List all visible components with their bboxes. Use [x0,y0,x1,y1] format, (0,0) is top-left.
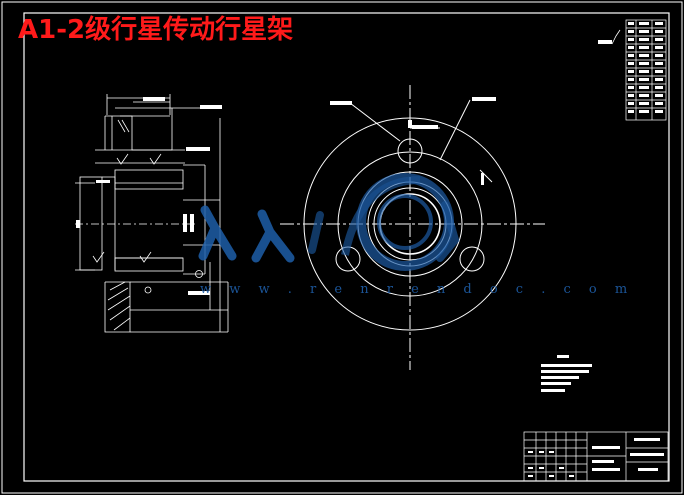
watermark-logo [198,173,460,271]
watermark-url: w w w . r e n r e n d o c . c o m [200,282,634,297]
parameter-table [625,19,667,121]
parameter-table-marks [598,22,663,113]
title-block [523,431,669,482]
title-block-marks [528,438,664,477]
inner-frame [23,12,670,482]
front-view-labels [330,97,496,185]
drawing-title: A1-2级行星传动行星架 [18,14,293,45]
technical-notes [541,355,592,392]
section-view [75,94,229,333]
